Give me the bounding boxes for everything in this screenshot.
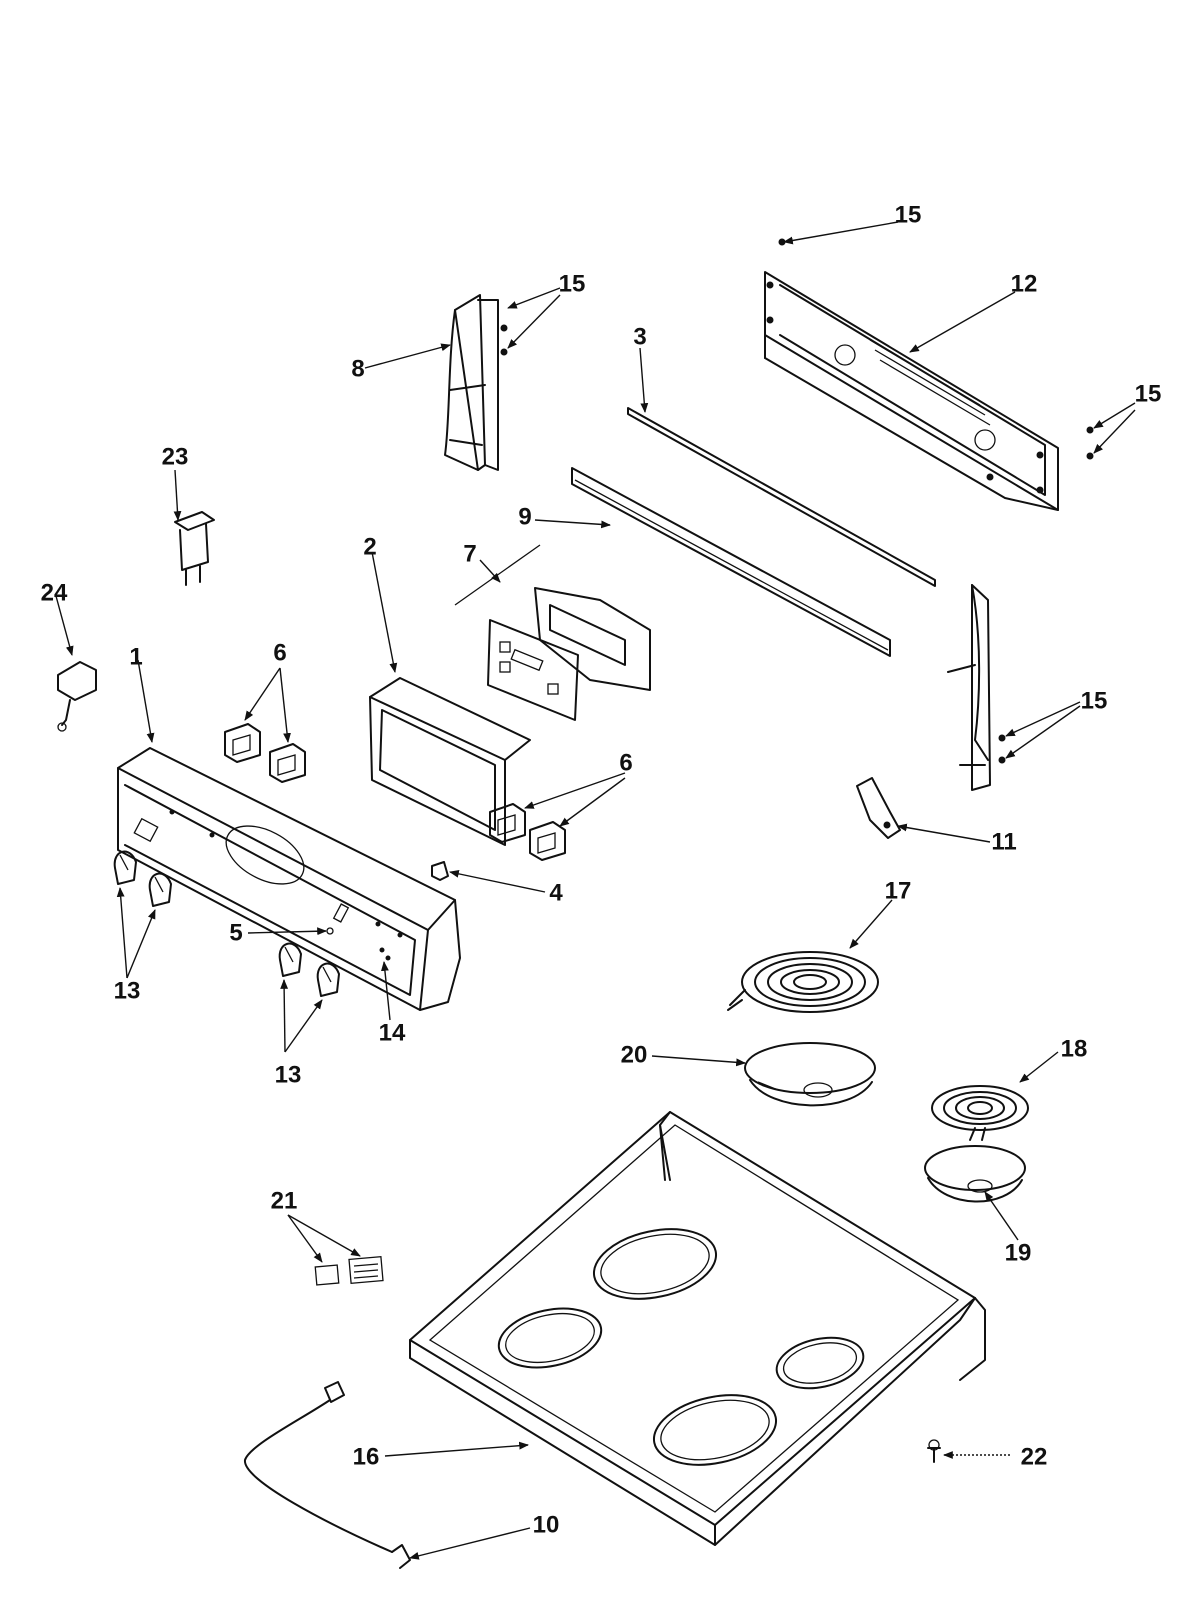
callout-13-center: 13 [275, 1061, 302, 1088]
part-screws [500, 238, 1094, 764]
callout-18: 18 [1061, 1035, 1088, 1062]
leader-lines [55, 221, 1136, 1560]
callout-6-lower: 6 [619, 749, 632, 776]
part-panel-screws [326, 927, 391, 961]
callout-20: 20 [621, 1041, 648, 1068]
callout-2: 2 [363, 533, 376, 560]
part-cooktop [409, 1111, 986, 1546]
part-cooktop-screw [927, 1439, 941, 1463]
callout-6-upper: 6 [273, 639, 286, 666]
callout-7: 7 [463, 540, 476, 567]
part-terminal-block [57, 661, 97, 732]
callout-5: 5 [229, 919, 242, 946]
part-knobs-left [113, 850, 172, 907]
callout-17: 17 [885, 877, 912, 904]
callout-23: 23 [162, 443, 189, 470]
part-left-end-bracket [444, 294, 499, 471]
callout-19: 19 [1005, 1239, 1032, 1266]
part-rear-panel [764, 271, 1059, 511]
callout-14: 14 [379, 1019, 406, 1046]
callout-3: 3 [633, 323, 646, 350]
callout-16: 16 [353, 1443, 380, 1470]
part-infinite-switches-lower [489, 803, 566, 861]
part-clock-control [454, 544, 651, 721]
callout-4: 4 [549, 879, 563, 906]
part-wiring-labels [314, 1255, 384, 1286]
part-small-drip-bowl [924, 1145, 1026, 1203]
part-right-end-bracket [947, 584, 991, 791]
part-display-frame [369, 677, 531, 846]
callout-10: 10 [533, 1511, 560, 1538]
callout-12: 12 [1011, 270, 1038, 297]
part-knobs-center [278, 942, 340, 997]
part-small-surface-element [931, 1085, 1029, 1141]
part-infinite-switches-upper [224, 723, 306, 783]
part-bracket [856, 777, 901, 839]
callout-1: 1 [129, 643, 142, 670]
callout-21: 21 [271, 1187, 298, 1214]
part-large-drip-bowl [744, 1042, 876, 1107]
callout-15-right-panel: 15 [1135, 380, 1162, 407]
part-support-rod [244, 1381, 411, 1569]
part-rail-lower [571, 467, 891, 657]
callout-9: 9 [518, 503, 531, 530]
callout-24: 24 [41, 579, 68, 606]
part-large-surface-element [727, 951, 879, 1013]
callout-labels: 15 12 15 8 3 15 23 9 2 7 24 1 6 15 6 11 … [41, 201, 1162, 1538]
callout-15-top: 15 [895, 201, 922, 228]
callout-15-left-bracket: 15 [559, 270, 586, 297]
part-pilot-light [431, 861, 449, 881]
callout-13-left: 13 [114, 977, 141, 1004]
callout-22: 22 [1021, 1443, 1048, 1470]
part-control-panel [117, 747, 461, 1011]
callout-8: 8 [351, 355, 364, 382]
callout-15-right-bracket: 15 [1081, 687, 1108, 714]
callout-11: 11 [991, 828, 1016, 855]
part-rail-upper [627, 407, 936, 587]
part-indicator-switch [174, 511, 215, 586]
